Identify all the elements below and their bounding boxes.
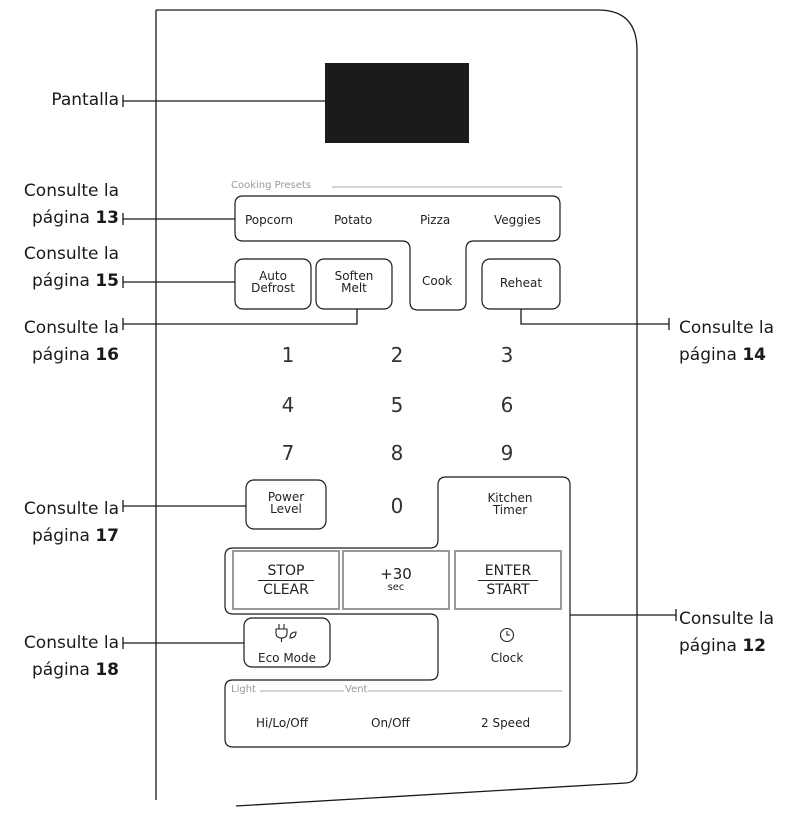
callout-display-text: Pantalla [51, 90, 119, 110]
key-9[interactable]: 9 [500, 441, 514, 465]
callout-power-line1: Consulte la [23, 499, 119, 519]
light-hilooff-button[interactable]: Hi/Lo/Off [256, 716, 308, 730]
key-5[interactable]: 5 [390, 393, 404, 417]
key-1[interactable]: 1 [281, 343, 295, 367]
clock-button[interactable]: Clock [467, 652, 547, 664]
presets-cook-outline [234, 195, 561, 311]
enter-start-outline [454, 550, 562, 610]
callout-timer-line1: Consulte la [679, 609, 775, 629]
reheat-button[interactable]: Reheat [482, 277, 560, 289]
callout-defrost-line1: Consulte la [23, 244, 119, 264]
stop-clear-outline [232, 550, 340, 610]
leader-reheat [520, 309, 669, 325]
callout-presets-line2: página 13 [32, 208, 119, 228]
stop-clear-button[interactable]: STOP CLEAR [233, 563, 339, 598]
callout-reheat: Consulte la página 14 [679, 315, 774, 369]
stop-clear-divider [258, 580, 314, 581]
callout-power-line2: página 17 [32, 526, 119, 546]
auto-defrost-button[interactable]: Auto Defrost [235, 270, 311, 294]
auto-defrost-line1: Auto [259, 269, 287, 283]
eco-mode-button[interactable]: Eco Mode [244, 652, 330, 664]
clear-label: CLEAR [263, 582, 309, 598]
kitchen-timer-line1: Kitchen [487, 491, 533, 505]
vent-onoff-button[interactable]: On/Off [371, 716, 410, 730]
callout-reheat-line2: página 14 [679, 345, 766, 365]
eco-plug-icon [275, 624, 297, 642]
callout-defrost: Consulte la página 15 [0, 241, 119, 295]
leader-lines [122, 95, 677, 649]
enter-start-divider [478, 580, 538, 581]
clock-icon [499, 627, 515, 643]
soften-melt-line1: Soften [334, 269, 374, 283]
key-8[interactable]: 8 [390, 441, 404, 465]
cooking-presets-header: Cooking Presets [230, 180, 313, 191]
callout-presets-line1: Consulte la [23, 181, 119, 201]
light-header: Light [230, 684, 257, 695]
callout-soften-line2: página 16 [32, 345, 119, 365]
callout-power: Consulte la página 17 [0, 496, 119, 550]
callout-eco: Consulte la página 18 [0, 630, 119, 684]
power-level-line1: Power [267, 490, 305, 504]
plus30-label: +30 [380, 565, 412, 583]
enter-label: ENTER [484, 563, 532, 579]
power-level-button[interactable]: Power Level [246, 491, 326, 515]
cook-button[interactable]: Cook [422, 274, 453, 288]
reheat-label: Reheat [499, 276, 543, 290]
key-2[interactable]: 2 [390, 343, 404, 367]
callout-reheat-line1: Consulte la [679, 318, 775, 338]
key-6[interactable]: 6 [500, 393, 514, 417]
callout-soften: Consulte la página 16 [0, 315, 119, 369]
display-screen [325, 63, 469, 143]
soften-melt-line2: Melt [341, 281, 367, 295]
key-7[interactable]: 7 [281, 441, 295, 465]
veggies-button[interactable]: Veggies [494, 213, 541, 227]
eco-mode-label: Eco Mode [257, 651, 317, 665]
key-4[interactable]: 4 [281, 393, 295, 417]
start-label: START [486, 582, 530, 598]
callout-defrost-line2: página 15 [32, 271, 119, 291]
soften-melt-button[interactable]: Soften Melt [316, 270, 392, 294]
stop-label: STOP [267, 563, 305, 579]
enter-start-button[interactable]: ENTER START [455, 563, 561, 598]
plus30-button[interactable]: +30 sec [343, 565, 449, 594]
panel-outline [155, 9, 638, 807]
key-0[interactable]: 0 [390, 494, 404, 518]
auto-defrost-outline [234, 258, 312, 310]
power-level-line2: Level [270, 502, 302, 516]
callout-display: Pantalla [0, 87, 119, 114]
callout-eco-line1: Consulte la [23, 633, 119, 653]
callout-eco-line2: página 18 [32, 660, 119, 680]
plus30-outline [342, 550, 450, 610]
auto-defrost-line2: Defrost [251, 281, 295, 295]
popcorn-button[interactable]: Popcorn [245, 213, 294, 227]
sec-label: sec [387, 582, 405, 593]
callout-timer: Consulte la página 12 [679, 606, 774, 660]
leader-soften [123, 309, 358, 325]
pizza-button[interactable]: Pizza [420, 213, 451, 227]
callout-timer-line2: página 12 [679, 636, 766, 656]
soften-melt-outline [315, 258, 393, 310]
power-level-outline [245, 479, 327, 530]
kitchen-timer-line2: Timer [492, 503, 528, 517]
kitchen-group-outline [224, 476, 571, 748]
vent-2speed-button[interactable]: 2 Speed [481, 716, 531, 730]
potato-button[interactable]: Potato [334, 213, 373, 227]
callout-soften-line1: Consulte la [23, 318, 119, 338]
kitchen-timer-button[interactable]: Kitchen Timer [470, 492, 550, 516]
key-3[interactable]: 3 [500, 343, 514, 367]
clock-label: Clock [490, 651, 524, 665]
vent-header: Vent [344, 684, 369, 695]
callout-presets: Consulte la página 13 [0, 178, 119, 232]
